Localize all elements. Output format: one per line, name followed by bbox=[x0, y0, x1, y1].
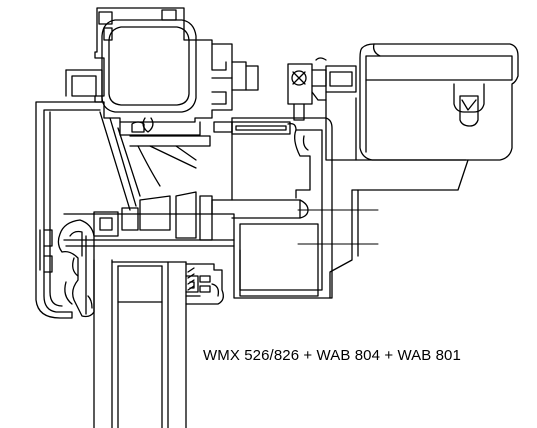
sash-profile bbox=[94, 7, 291, 136]
leader-lines bbox=[297, 209, 379, 245]
profile-system-caption: WMX 526/826 + WAB 804 + WAB 801 bbox=[203, 347, 461, 364]
glazing-unit bbox=[57, 219, 224, 428]
frame-profile bbox=[35, 69, 333, 319]
hardware-block bbox=[287, 43, 519, 299]
